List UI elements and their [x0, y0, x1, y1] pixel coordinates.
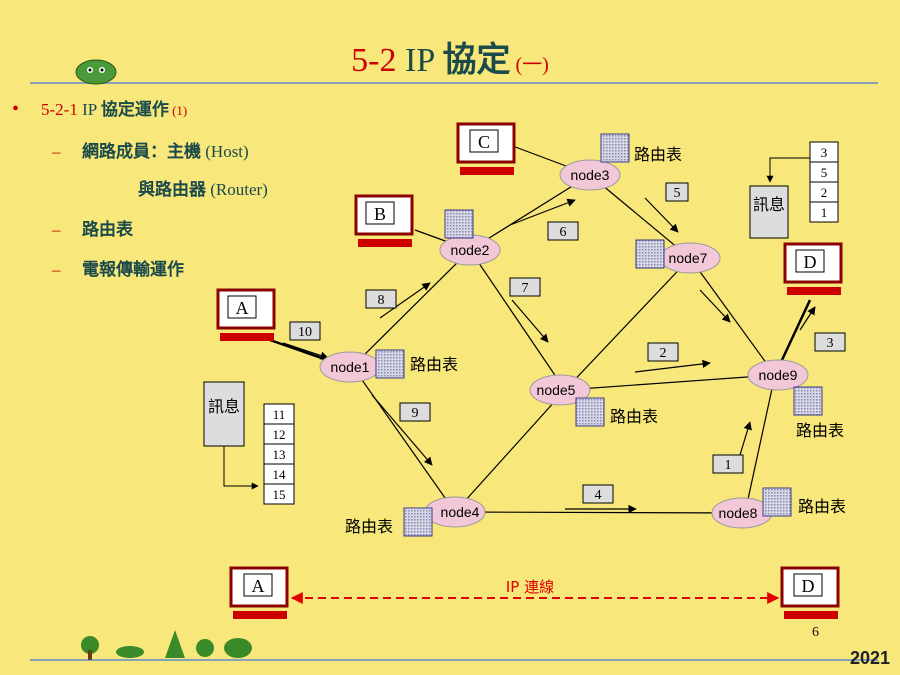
svg-text:D: D	[802, 576, 815, 596]
svg-text:5: 5	[821, 165, 828, 180]
step-1: 1	[712, 454, 744, 474]
step-3: 3	[814, 332, 846, 352]
node1-cloud-icon: node1	[319, 351, 381, 383]
svg-text:node5: node5	[537, 382, 576, 398]
svg-text:node9: node9	[759, 367, 798, 383]
bullet-sub1: –網路成員：主機 (Host)	[52, 142, 249, 161]
slide-title: 5-2 IP 協定 (一)	[351, 42, 549, 79]
svg-text:3: 3	[821, 145, 828, 160]
svg-text:1: 1	[725, 458, 732, 473]
node2-cloud-icon: node2	[439, 234, 501, 266]
svg-text:2: 2	[821, 185, 828, 200]
hosts: A B C D A D	[216, 122, 843, 619]
svg-text:15: 15	[273, 487, 286, 502]
svg-text:2: 2	[660, 346, 667, 361]
year-label: 2021	[850, 648, 891, 668]
svg-text:路由表: 路由表	[345, 517, 393, 536]
stack-right: 3 5 2 1	[809, 141, 839, 223]
svg-text:4: 4	[595, 488, 602, 503]
routers: node1 node2 node3 node4 node5 node7 node…	[319, 159, 809, 529]
routing-table-icon	[793, 386, 823, 416]
svg-text:node2: node2	[451, 242, 490, 258]
host-c-computer-icon: C	[456, 122, 516, 175]
svg-text:14: 14	[273, 467, 287, 482]
trees-icon	[81, 630, 252, 660]
svg-text:IP 連線: IP 連線	[506, 578, 554, 596]
svg-text:node4: node4	[441, 504, 480, 520]
svg-text:13: 13	[273, 447, 286, 462]
host-b-computer-icon: B	[354, 194, 414, 247]
routing-table-icon	[762, 487, 792, 517]
node3-cloud-icon: node3	[559, 159, 621, 191]
stack-left: 11 12 13 14 15	[263, 403, 295, 505]
svg-text:node3: node3	[571, 167, 610, 183]
svg-text:A: A	[236, 298, 249, 318]
routing-labels: 路由表 路由表 路由表 路由表 路由表 路由表	[345, 145, 846, 536]
node5-cloud-icon: node5	[529, 374, 591, 406]
svg-text:路由表: 路由表	[610, 407, 658, 426]
routing-tables	[375, 133, 823, 537]
svg-text:路由表: 路由表	[410, 355, 458, 374]
svg-text:node7: node7	[669, 250, 708, 266]
bullet-main: •5-2-1 IP 協定運作 (1)	[12, 98, 188, 120]
svg-text:路由表: 路由表	[796, 421, 844, 440]
routing-table-icon	[575, 397, 605, 427]
svg-text:7: 7	[522, 281, 529, 296]
svg-text:3: 3	[827, 336, 834, 351]
message-left: 訊息	[203, 381, 259, 490]
tree-mascot-icon	[75, 59, 117, 85]
bullet-sub3: –電報傳輸運作	[52, 260, 184, 279]
step-8: 8	[365, 289, 397, 309]
routing-table-icon	[444, 209, 474, 239]
node7-cloud-icon: node7	[659, 242, 721, 274]
step-9: 9	[399, 402, 431, 422]
svg-text:12: 12	[273, 427, 286, 442]
step-arrows	[282, 197, 816, 514]
svg-text:路由表: 路由表	[634, 145, 682, 164]
host-d-computer-icon: D	[783, 242, 843, 295]
svg-text:node8: node8	[719, 505, 758, 521]
svg-text:11: 11	[273, 407, 286, 422]
routing-table-icon	[375, 349, 405, 379]
step-4: 4	[582, 484, 614, 504]
svg-text:C: C	[478, 132, 490, 152]
step-10: 10	[289, 321, 321, 341]
svg-text:B: B	[374, 204, 386, 224]
step-2: 2	[647, 342, 679, 362]
step-5: 5	[665, 182, 689, 202]
host-a2-computer-icon: A	[229, 566, 289, 619]
svg-text:D: D	[804, 252, 817, 272]
host-d2-computer-icon: D	[780, 566, 840, 619]
svg-text:1: 1	[821, 205, 828, 220]
step-labels: 1 2 3 4 5 6 7 8 9 10	[289, 182, 846, 504]
svg-text:訊息: 訊息	[208, 397, 240, 416]
svg-text:路由表: 路由表	[798, 497, 846, 516]
node8-cloud-icon: node8	[711, 497, 773, 529]
svg-text:10: 10	[298, 325, 312, 340]
ip-link: IP 連線	[290, 578, 780, 604]
svg-text:9: 9	[412, 406, 419, 421]
svg-text:node1: node1	[331, 359, 370, 375]
svg-text:8: 8	[378, 293, 385, 308]
links	[269, 144, 812, 514]
svg-text:訊息: 訊息	[753, 195, 785, 214]
step-7: 7	[509, 277, 541, 297]
routing-table-icon	[635, 239, 665, 269]
page-number: 6	[812, 625, 819, 640]
node4-cloud-icon: node4	[424, 496, 486, 528]
host-a-computer-icon: A	[216, 288, 276, 341]
message-right: 訊息	[749, 157, 810, 239]
svg-text:5: 5	[674, 186, 681, 201]
step-6: 6	[547, 221, 579, 241]
routing-table-icon	[403, 507, 433, 537]
svg-text:6: 6	[560, 225, 567, 240]
svg-text:A: A	[252, 576, 265, 596]
bullet-sub2: –路由表	[52, 220, 133, 239]
node9-cloud-icon: node9	[747, 359, 809, 391]
bullet-sub1b: 與路由器 (Router)	[138, 180, 268, 199]
routing-table-icon	[600, 133, 630, 163]
